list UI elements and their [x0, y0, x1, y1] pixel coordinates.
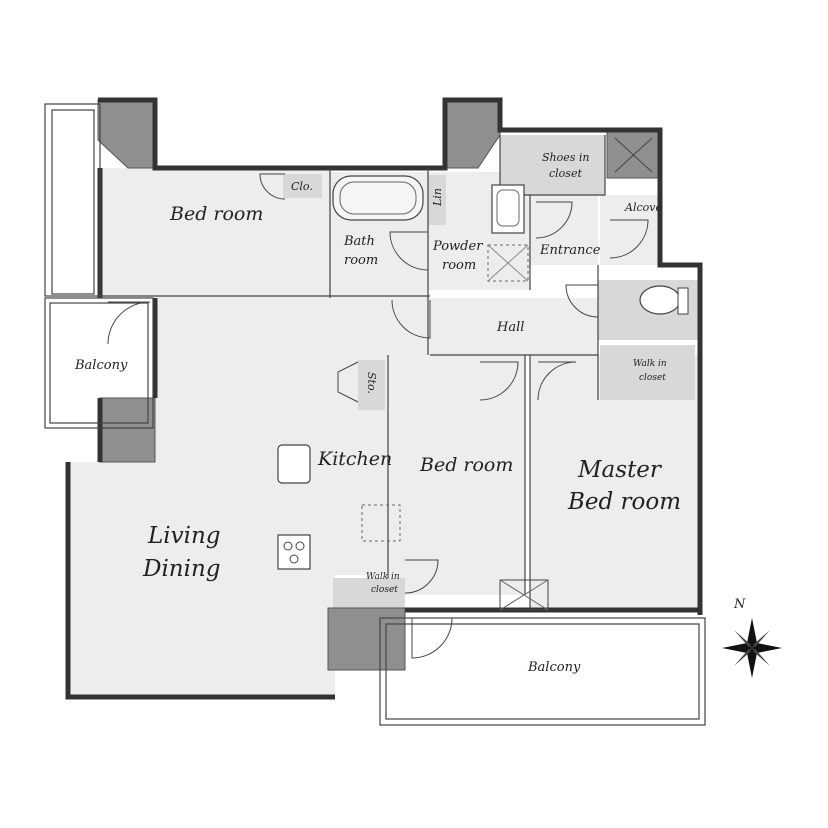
label-linen: Lin [431, 188, 444, 207]
kitchen-fixtures [277, 444, 401, 570]
label-powder-line2: room [442, 258, 476, 273]
label-walkin-master-line1: Walk in [633, 359, 667, 369]
label-closet-small: Clo. [291, 180, 313, 193]
label-shoes-line2: closet [549, 167, 582, 180]
bathtub [332, 175, 424, 221]
label-alcove: Alcove [624, 201, 662, 214]
label-entrance: Entrance [539, 243, 601, 258]
label-walkin-kitchen-line1: Walk in [366, 572, 400, 582]
label-walkin-kitchen-line2: closet [371, 585, 398, 595]
label-shoes-line1: Shoes in [542, 151, 590, 164]
compass-rose [722, 618, 782, 678]
label-walkin-master-line2: closet [639, 373, 666, 383]
dashed-fixtures [487, 137, 653, 611]
label-master-line2: Bed room [567, 489, 681, 515]
compass-north-label: N [733, 597, 746, 612]
label-living-line2: Dining [142, 556, 221, 582]
label-kitchen: Kitchen [317, 448, 392, 470]
label-hall: Hall [496, 320, 524, 335]
powder-sink [491, 184, 525, 234]
label-bed-room-2: Bed room [419, 454, 513, 476]
toilet [639, 285, 689, 315]
label-bath-line2: room [344, 253, 378, 268]
label-bath-line1: Bath [343, 234, 375, 249]
label-balcony-south: Balcony [527, 660, 581, 675]
balcony-west-area [44, 103, 154, 429]
balcony-south-area [379, 617, 706, 726]
label-master-line1: Master [577, 457, 663, 483]
label-living-line1: Living [147, 523, 221, 549]
label-storage: Sto. [365, 372, 378, 394]
label-balcony-west: Balcony [74, 358, 128, 373]
doors [107, 173, 649, 659]
walls [65, 97, 703, 700]
label-powder-line1: Powder [432, 239, 483, 254]
label-bed-room-1: Bed room [169, 203, 263, 225]
